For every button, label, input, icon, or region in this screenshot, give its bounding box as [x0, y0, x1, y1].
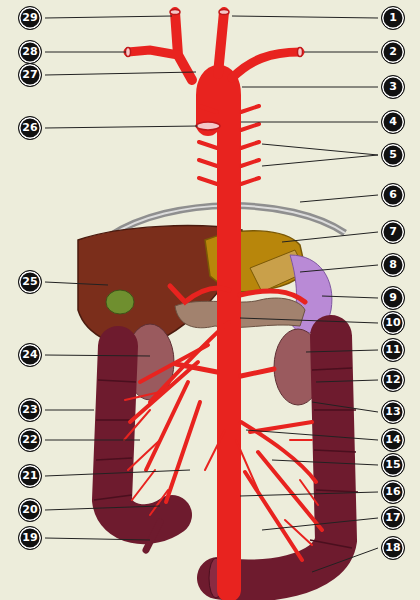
callout-number: 3 — [381, 75, 405, 99]
callout-number: 22 — [18, 428, 42, 452]
callout-number: 18 — [381, 536, 405, 560]
callout-number: 11 — [381, 338, 405, 362]
callout-number: 23 — [18, 398, 42, 422]
callout-number: 25 — [18, 270, 42, 294]
callout-number: 16 — [381, 480, 405, 504]
callout-number: 10 — [381, 311, 405, 335]
callout-number: 17 — [381, 506, 405, 530]
callout-number: 14 — [381, 428, 405, 452]
callout-number: 4 — [381, 110, 405, 134]
callout-number: 8 — [381, 253, 405, 277]
callout-number: 27 — [18, 63, 42, 87]
callout-number: 15 — [381, 453, 405, 477]
callout-number: 24 — [18, 343, 42, 367]
callout-number: 1 — [381, 6, 405, 30]
callout-number: 21 — [18, 464, 42, 488]
callout-number: 19 — [18, 526, 42, 550]
callout-number: 26 — [18, 116, 42, 140]
callout-number: 6 — [381, 183, 405, 207]
callout-number: 28 — [18, 40, 42, 64]
callout-number: 9 — [381, 286, 405, 310]
callout-number: 7 — [381, 220, 405, 244]
callout-number: 5 — [381, 143, 405, 167]
callout-number: 13 — [381, 400, 405, 424]
callout-number: 20 — [18, 498, 42, 522]
callout-number: 2 — [381, 40, 405, 64]
callout-number: 12 — [381, 368, 405, 392]
callout-number: 29 — [18, 6, 42, 30]
